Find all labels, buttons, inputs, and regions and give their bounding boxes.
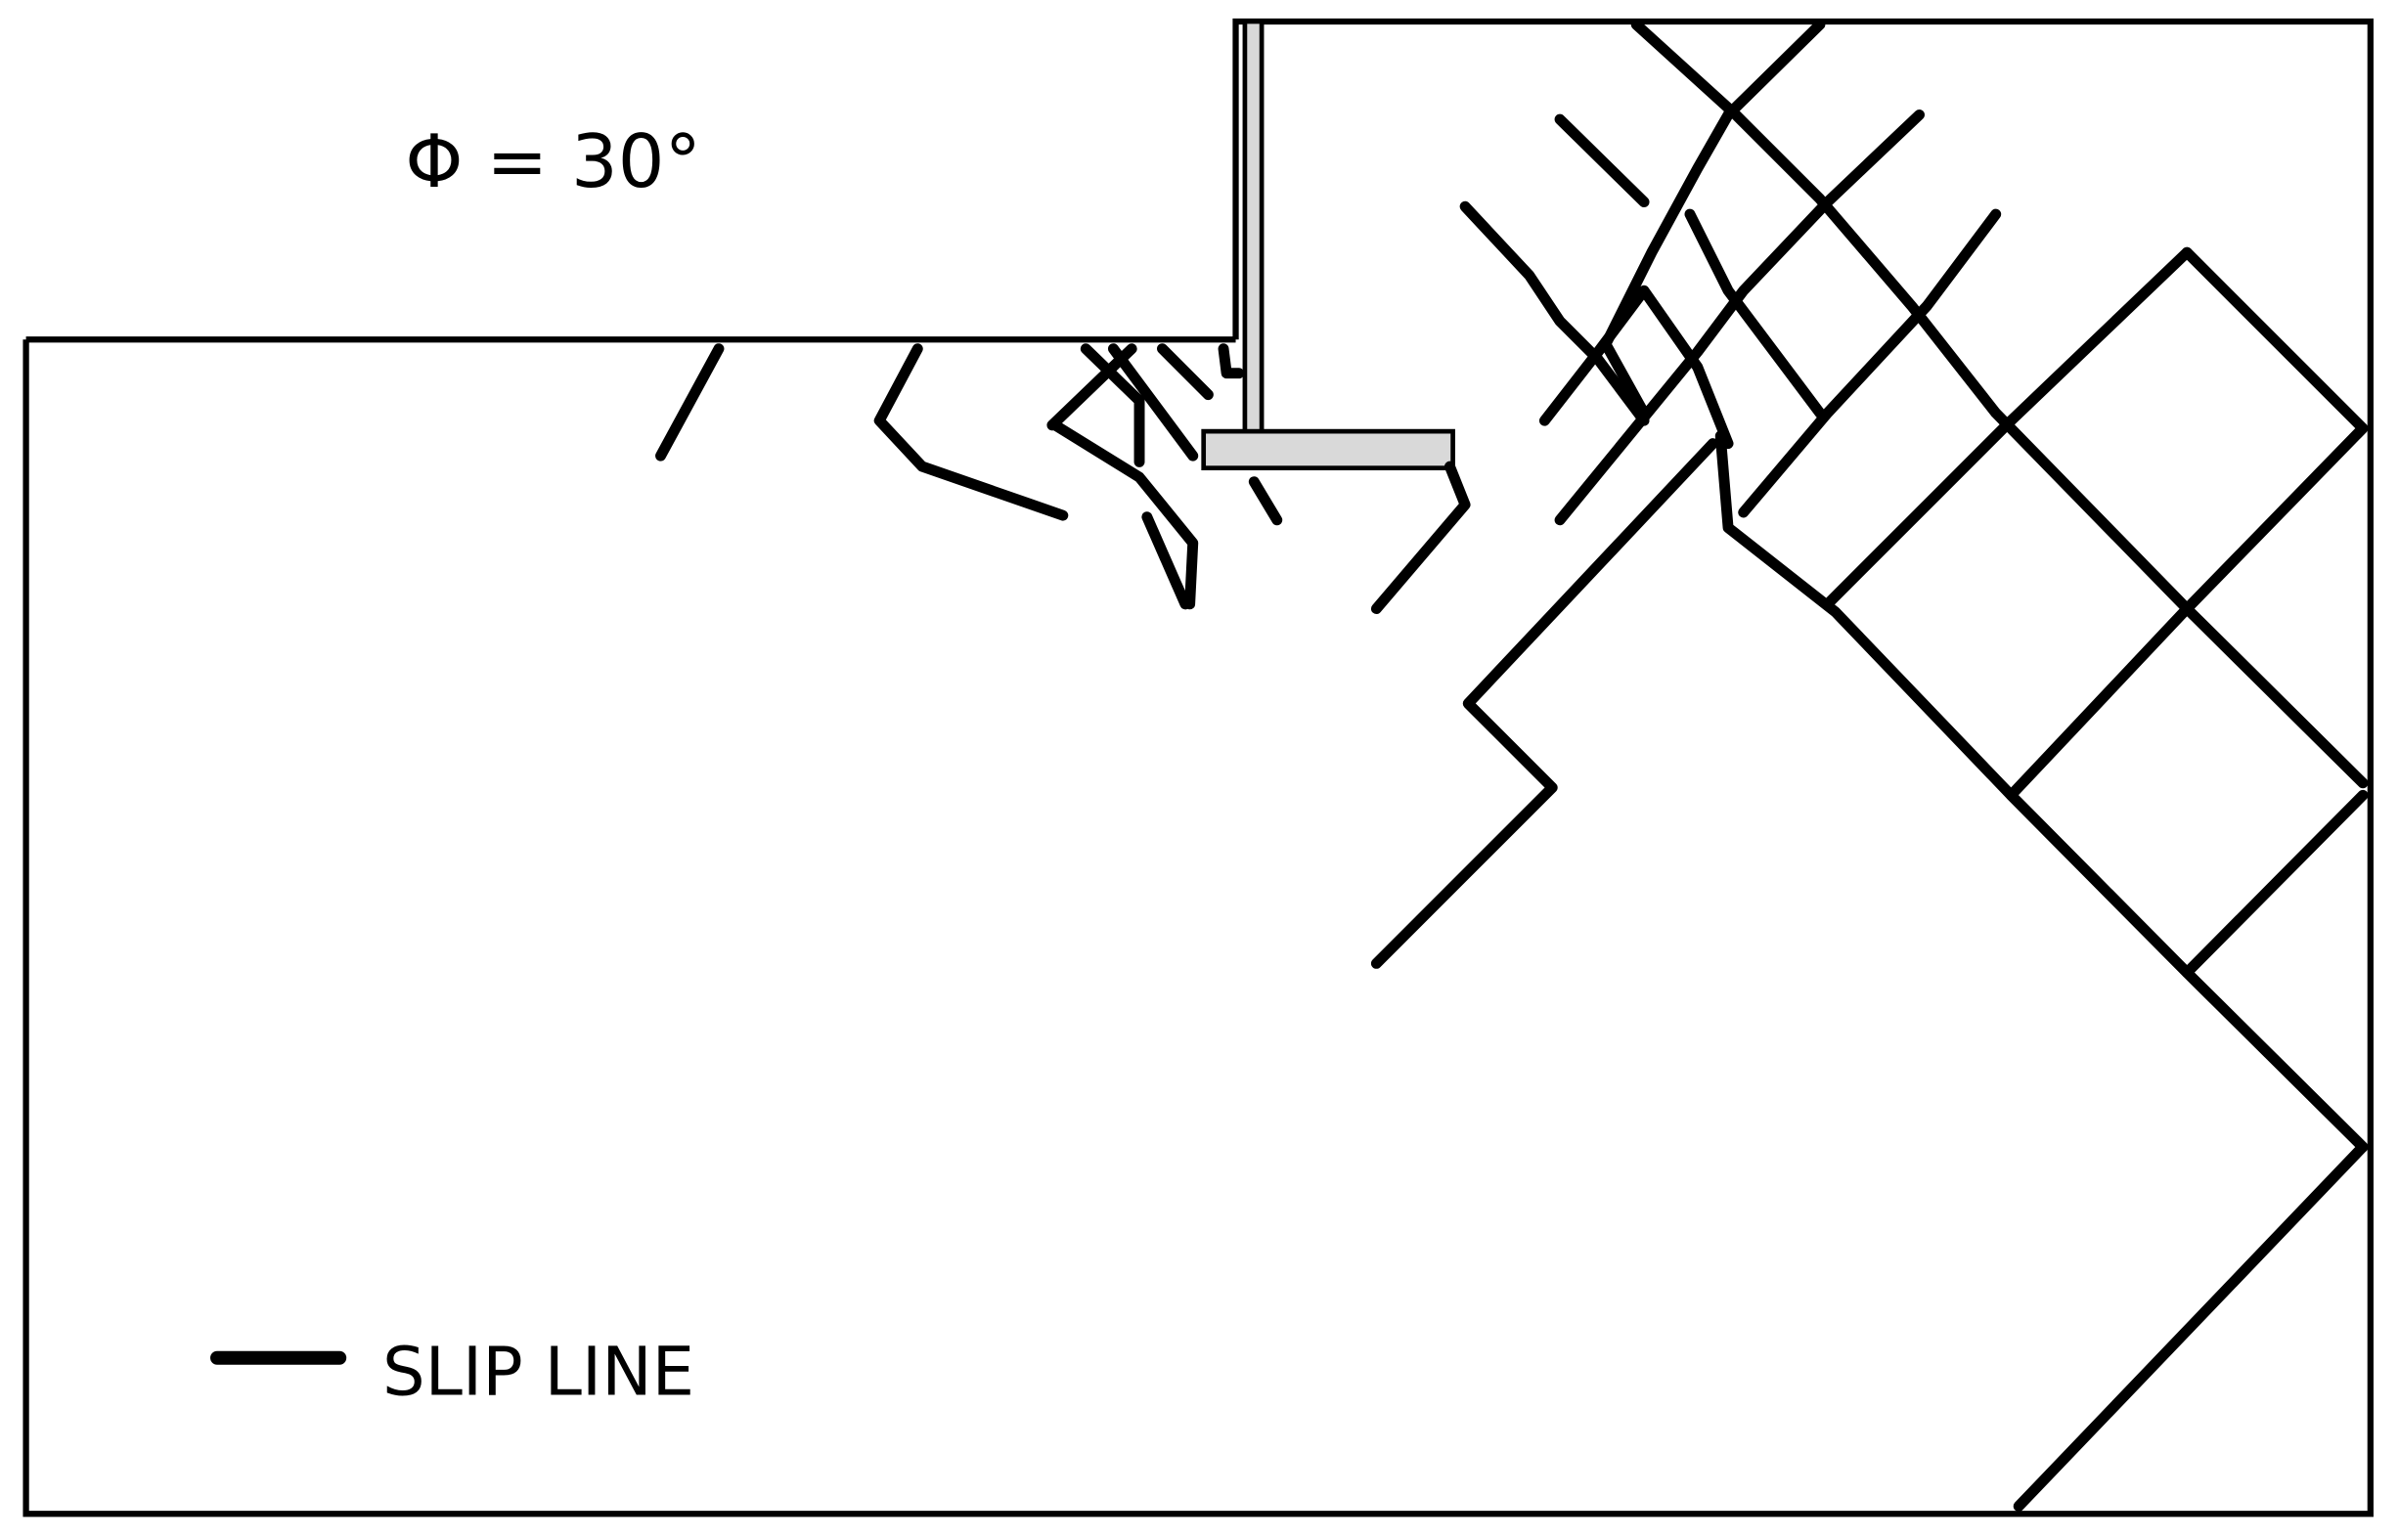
slip-lines: [655, 19, 2369, 1512]
slip-line-14: [1554, 113, 1650, 208]
slip-line-24: [1370, 438, 1718, 969]
soil-boundary: [22, 18, 2374, 1518]
slip-line-7: [1156, 343, 1214, 401]
slip-line-20: [2181, 789, 2369, 979]
slip-line-23: [1714, 430, 2369, 1153]
slip-line-13: [1600, 19, 1826, 418]
slip-line-1: [655, 343, 725, 462]
slip-line-16: [1554, 109, 1926, 526]
slip-line-21: [1538, 285, 1734, 450]
wall-base: [1201, 428, 1455, 470]
angle-label: Φ = 30°: [405, 118, 701, 204]
slip-line-3: [1080, 343, 1145, 467]
slip-line-19: [2005, 246, 2369, 1512]
legend-slip-line-label: SLIP LINE: [382, 1333, 694, 1411]
slip-line-9: [1141, 511, 1191, 610]
slip-line-17: [1738, 208, 2002, 518]
slip-line-11: [1370, 461, 1471, 614]
slip-line-15: [1459, 200, 1650, 426]
slip-line-2: [873, 343, 1069, 521]
slip-line-6: [1107, 343, 1199, 462]
slip-line-8: [1218, 343, 1245, 379]
slip-line-18: [1822, 246, 2193, 610]
slip-line-12: [1630, 19, 2369, 789]
slip-line-5: [1049, 419, 1199, 610]
slip-line-10: [1248, 476, 1283, 526]
slip-line-22: [1684, 208, 1826, 418]
wall-stem: [1242, 19, 1265, 440]
